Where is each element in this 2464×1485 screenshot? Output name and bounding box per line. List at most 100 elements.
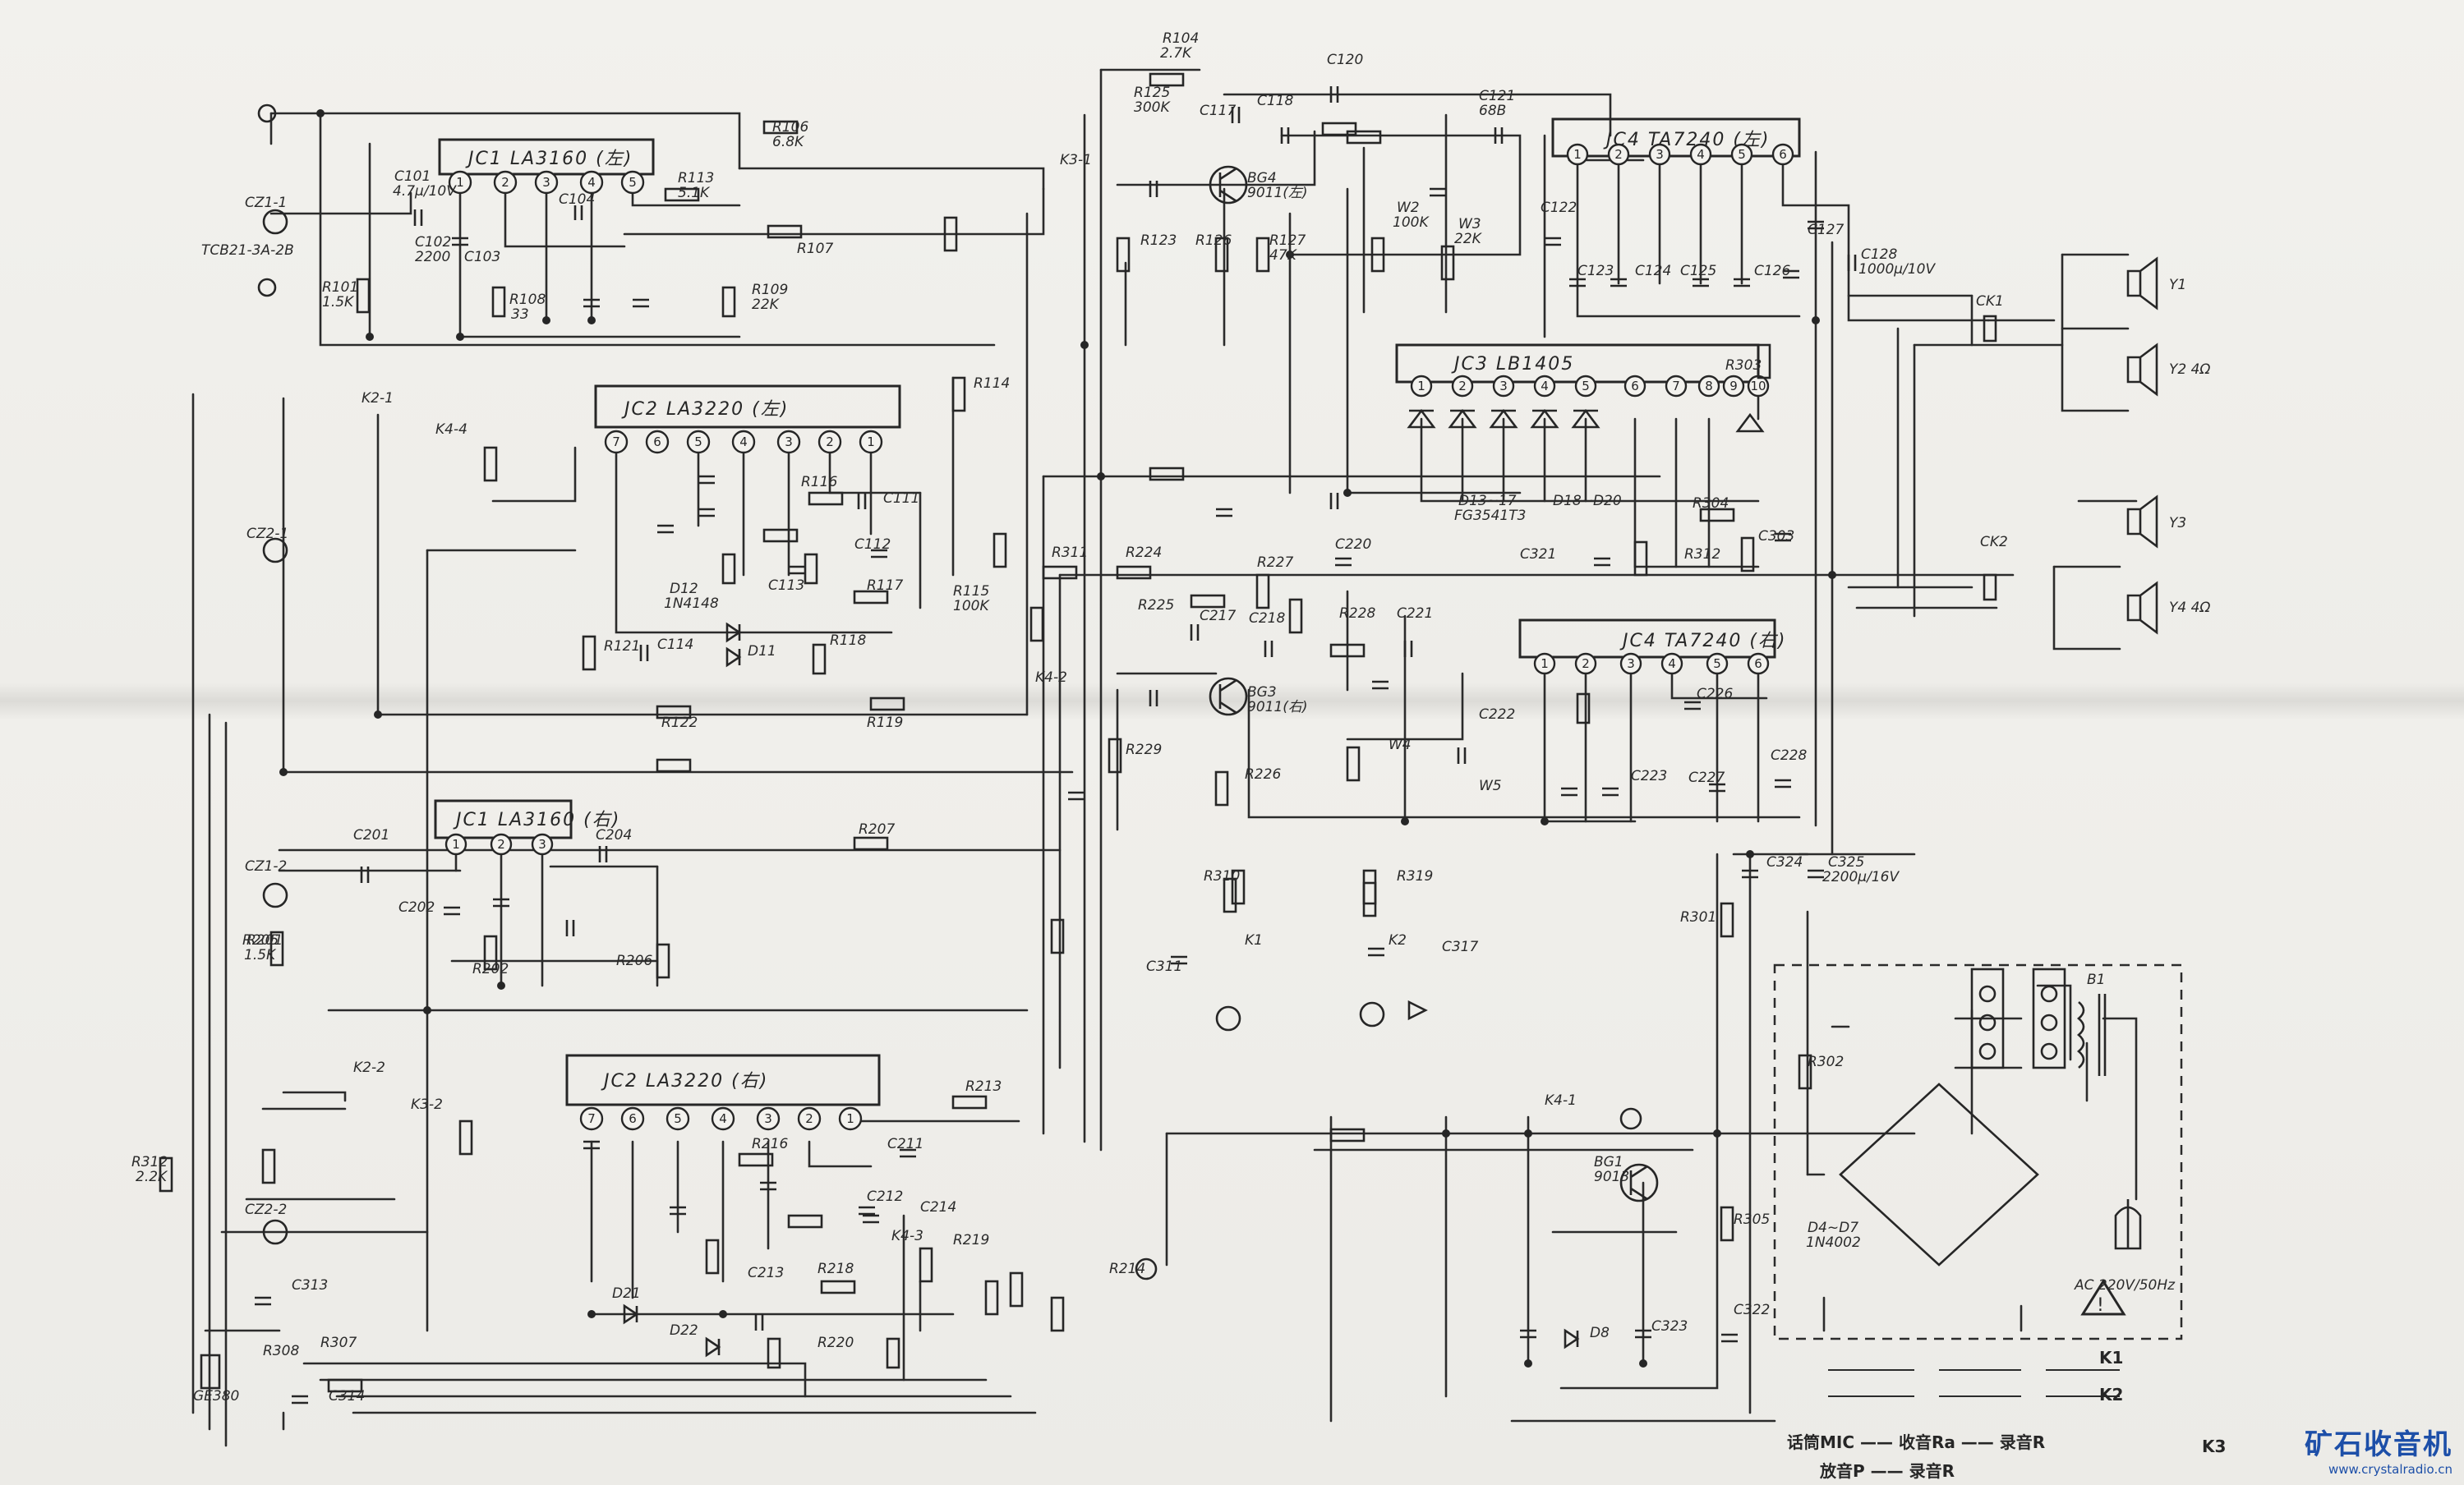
pin-label: 10 — [1750, 379, 1766, 393]
label-r201: R201 — [246, 932, 283, 949]
legend-k1: K1 — [2099, 1348, 2123, 1368]
label-r107: R107 — [797, 241, 833, 257]
label-r213: R213 — [965, 1078, 1002, 1095]
pin-label: 1 — [456, 175, 464, 190]
label-r228: R228 — [1339, 605, 1375, 622]
label-d8: D8 — [1590, 1325, 1610, 1341]
label-c112: C112 — [854, 536, 891, 553]
label-value: 9011(右) — [1247, 699, 1308, 715]
pin-label: 4 — [587, 175, 596, 190]
pin-label: 5 — [694, 434, 702, 449]
label-c213: C213 — [748, 1265, 784, 1281]
label-r126: R126 — [1195, 232, 1232, 249]
label-k1: K1 — [1245, 932, 1263, 949]
ic-label: JC3 LB1405 — [1451, 354, 1574, 375]
ic-label: JC1 LA3160 (左) — [465, 149, 633, 169]
wires — [191, 68, 2138, 1447]
pin-label: 4 — [719, 1111, 727, 1126]
label-r114: R114 — [974, 375, 1010, 392]
label-w2: W2 — [1397, 200, 1420, 216]
label-r220: R220 — [817, 1335, 854, 1351]
label-c211: C211 — [887, 1136, 923, 1152]
pin-label: 2 — [501, 175, 509, 190]
ic-label: JC1 LA3160 (右) — [453, 810, 620, 830]
label-c117: C117 — [1200, 103, 1237, 119]
label-r119: R119 — [867, 715, 903, 731]
label-y4: Y4 4Ω — [2169, 600, 2210, 616]
label-c204: C204 — [596, 827, 632, 844]
pin-label: 3 — [538, 837, 546, 852]
label-k2-2: K2-2 — [353, 1060, 385, 1076]
label-c123: C123 — [1577, 263, 1614, 279]
label-r312: R312 — [1684, 546, 1720, 563]
label-c314: C314 — [329, 1388, 365, 1405]
label-c321: C321 — [1520, 546, 1556, 563]
label-value: 100K — [953, 598, 990, 614]
label-k4-4: K4-4 — [435, 421, 467, 438]
components: ! — [159, 72, 2158, 1405]
label-c122: C122 — [1541, 200, 1577, 216]
label-c104: C104 — [559, 191, 595, 208]
pin-label: 7 — [587, 1111, 596, 1126]
label-r216: R216 — [752, 1136, 788, 1152]
label-value: FG3541T3 — [1454, 508, 1526, 524]
label-r109: R109 — [752, 282, 788, 298]
label-c222: C222 — [1479, 706, 1515, 723]
label-value: 4.7μ/10V — [393, 183, 457, 200]
label-r117: R117 — [867, 577, 903, 594]
label-r229: R229 — [1126, 742, 1162, 758]
label-value: 2.2K — [136, 1169, 168, 1185]
ic-label: JC2 LA3220 (左) — [621, 399, 789, 420]
label-c226: C226 — [1697, 686, 1734, 702]
label-r106: R106 — [772, 119, 808, 136]
watermark-url: www.crystalradio.cn — [2328, 1462, 2452, 1477]
pin-label: 6 — [653, 434, 661, 449]
label-r226: R226 — [1245, 766, 1281, 783]
pin-label: 7 — [612, 434, 620, 449]
pin-label: 2 — [497, 837, 505, 852]
label-c118: C118 — [1257, 93, 1294, 109]
pin-label: 3 — [764, 1111, 772, 1126]
pin-label: 8 — [1705, 379, 1713, 393]
label-k3-1: K3-1 — [1060, 152, 1092, 168]
label-c126: C126 — [1754, 263, 1791, 279]
label-jack-cz1-1: CZ1-1 — [245, 195, 287, 211]
ic-jc4-left: JC4 TA7240 (左) 1 2 3 4 5 6 — [1551, 117, 1801, 166]
label-r207: R207 — [859, 821, 895, 838]
pin-label: 4 — [1541, 379, 1549, 393]
label-r311: R311 — [1052, 545, 1088, 561]
label-bg3: BG3 — [1247, 684, 1277, 701]
label-c221: C221 — [1397, 605, 1433, 622]
label-r307: R307 — [320, 1335, 357, 1351]
ic-jc1-left: JC1 LA3160 (左) 1 2 3 4 5 — [438, 138, 655, 195]
label-r303: R303 — [1725, 357, 1762, 374]
label-k2-1: K2-1 — [362, 390, 394, 407]
label-c322: C322 — [1734, 1302, 1770, 1318]
label-d11: D11 — [748, 643, 776, 660]
label-r224: R224 — [1126, 545, 1162, 561]
label-r305: R305 — [1734, 1211, 1770, 1228]
label-value: 33 — [511, 306, 529, 323]
label-k4-1: K4-1 — [1545, 1092, 1577, 1109]
label-c202: C202 — [398, 899, 435, 916]
label-c113: C113 — [768, 577, 804, 594]
label-r118: R118 — [830, 632, 866, 649]
label-value: 6.8K — [772, 134, 805, 150]
label-r310: R310 — [1204, 868, 1240, 885]
site-watermark: 矿石收音机 www.crystalradio.cn — [2305, 1422, 2452, 1477]
label-value: 2200 — [415, 249, 450, 265]
label-r205: R205 — [242, 932, 279, 949]
label-c212: C212 — [867, 1188, 903, 1205]
label-y3: Y3 — [2169, 515, 2186, 531]
pin-label: 5 — [674, 1111, 682, 1126]
label-y2: Y2 4Ω — [2169, 361, 2210, 378]
label-value: 1.5K — [322, 294, 355, 310]
pin-label: 5 — [1738, 147, 1746, 162]
label-r312-left: R312 — [131, 1154, 168, 1170]
pin-label: 4 — [1697, 147, 1705, 162]
label-value: 9013 — [1594, 1169, 1629, 1185]
ic-jc2-left: JC2 LA3220 (左) 7 6 5 4 3 2 1 — [594, 384, 901, 454]
label-c201: C201 — [353, 827, 389, 844]
